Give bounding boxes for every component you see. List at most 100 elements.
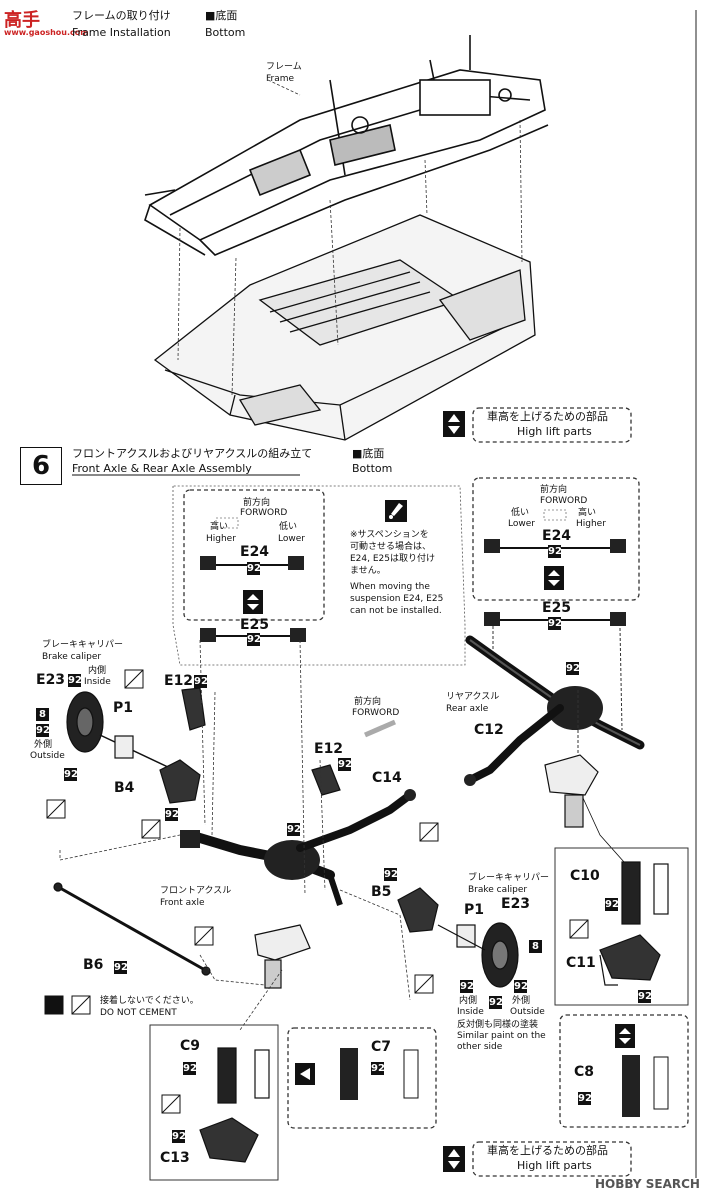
right-outside-jp: 外側: [512, 996, 531, 1006]
left-e24-number: 92: [247, 562, 261, 575]
right-e23-label: E23: [501, 896, 531, 912]
c11-label: C11: [566, 955, 596, 971]
right-paint-8: 8: [529, 940, 542, 953]
left-e25-label: E25: [240, 617, 270, 633]
front-axle-en: Front axle: [160, 898, 205, 908]
left-outside-jp: 外側: [34, 740, 53, 750]
watermark-site: www.gaoshou.com: [4, 28, 89, 37]
frame-label-en: Frame: [266, 74, 295, 84]
rear-axle-drawing: [464, 626, 645, 786]
no-cement-jp: 接着しないでください。: [100, 996, 199, 1006]
no-cement-icons: [44, 669, 589, 1114]
note-en-2: suspension E24, E25: [350, 594, 444, 604]
left-high-jp: 高い: [210, 522, 229, 532]
right-disc-number: 92: [489, 996, 503, 1009]
similar-paint-en-1: Similar paint on the: [457, 1031, 546, 1041]
watermark-logo: 高手: [4, 10, 40, 31]
high-lift-box-bottom: [472, 1141, 632, 1177]
right-e25-label: E25: [542, 600, 572, 616]
note-en-3: can not be installed.: [350, 606, 442, 616]
right-caliper-en: Brake caliper: [468, 885, 528, 895]
step5-title-jp: フレームの取り付け: [72, 9, 171, 22]
right-outside-number: 92: [514, 980, 528, 993]
left-low-jp: 低い: [279, 522, 298, 532]
step5-guide-lines: [177, 79, 523, 396]
c8-number: 92: [578, 1092, 592, 1105]
right-inside-en: Inside: [457, 1007, 484, 1017]
b4-label: B4: [114, 780, 135, 796]
c8-parts: [615, 1024, 669, 1117]
step5-view-jp: ■底面: [205, 9, 238, 22]
forward-arrow: [364, 719, 396, 738]
forward-en: FORWORD: [352, 708, 400, 718]
right-inside-number: 92: [460, 980, 474, 993]
left-low-en: Lower: [278, 534, 305, 544]
b6-label: B6: [83, 957, 104, 973]
note-en-1: When moving the: [350, 582, 430, 592]
step6-title-en: Front Axle & Rear Axle Assembly: [72, 462, 252, 475]
adjuster-area: [172, 485, 466, 666]
left-outside-en: Outside: [30, 751, 65, 761]
c7-label: C7: [371, 1039, 392, 1055]
high-lift-icon-bottom: [443, 1146, 465, 1172]
left-e23-number: 92: [68, 674, 82, 687]
p1-right-label: P1: [464, 902, 485, 918]
step5-title-en: Frame Installation: [72, 26, 171, 39]
b5-number: 92: [384, 868, 398, 881]
high-lift-box: [472, 407, 632, 443]
high-lift-label-en: High lift parts: [517, 425, 592, 438]
c9-box: [149, 1024, 279, 1181]
frame-label-jp: フレーム: [266, 62, 302, 72]
step6-title-jp: フロントアクスルおよびリヤアクスルの組み立て: [72, 447, 313, 460]
right-low-en: Lower: [508, 519, 535, 529]
high-lift-label-jp: 車高を上げるための部品: [487, 410, 608, 423]
step5-view-en: Bottom: [205, 26, 246, 39]
c10-label: C10: [570, 868, 600, 884]
paint-brush-icon: [385, 500, 407, 522]
right-dir-jp: 前方向: [540, 485, 568, 495]
forward-jp: 前方向: [354, 697, 382, 707]
left-dir-jp: 前方向: [243, 498, 271, 508]
c13-number: 92: [172, 1130, 186, 1143]
c11-number: 92: [638, 990, 652, 1003]
right-high-jp: 高い: [578, 508, 597, 518]
c7-number: 92: [371, 1062, 385, 1075]
b4-number: 92: [165, 808, 179, 821]
note-jp-2: 可動させる場合は、: [350, 542, 432, 552]
note-jp-1: ※サスペンションを: [350, 530, 429, 540]
c7-parts: [295, 1048, 419, 1100]
left-caliper-en: Brake caliper: [42, 652, 102, 662]
step6-view-en: Bottom: [352, 462, 393, 475]
e12-mid-number: 92: [338, 758, 352, 771]
c10-number: 92: [605, 898, 619, 911]
rear-axle-jp: リヤアクスル: [446, 692, 500, 702]
c8-label: C8: [574, 1064, 595, 1080]
front-parts: [53, 687, 519, 989]
b6-number: 92: [114, 961, 128, 974]
c10-box: [554, 847, 689, 1006]
right-dir-en: FORWORD: [540, 496, 588, 506]
left-e25-number: 92: [247, 633, 261, 646]
p1-left-label: P1: [113, 700, 134, 716]
similar-paint-jp: 反対側も同様の塗装: [457, 1020, 539, 1030]
similar-paint-en-2: other side: [457, 1042, 503, 1052]
front-axle-drawing: [180, 789, 416, 906]
c10-c11-parts: [599, 861, 669, 986]
b5-label: B5: [371, 884, 392, 900]
e12-left-number: 92: [194, 675, 208, 688]
step6-view-jp: ■底面: [352, 447, 385, 460]
rear-axle-number: 92: [566, 662, 580, 675]
left-caliper-jp: ブレーキキャリパー: [42, 640, 124, 650]
left-disc-number-2: 92: [64, 768, 78, 781]
right-low-jp: 低い: [511, 508, 530, 518]
rear-axle-en: Rear axle: [446, 704, 489, 714]
left-high-en: Higher: [206, 534, 236, 544]
c13-label: C13: [160, 1150, 190, 1166]
no-cement-en: DO NOT CEMENT: [100, 1008, 177, 1018]
front-axle-jp: フロントアクスル: [160, 886, 232, 896]
step-number: 6: [20, 447, 62, 485]
right-high-en: Higher: [576, 519, 606, 529]
front-axle-number: 92: [287, 823, 301, 836]
left-inside-jp: 内側: [88, 666, 107, 676]
